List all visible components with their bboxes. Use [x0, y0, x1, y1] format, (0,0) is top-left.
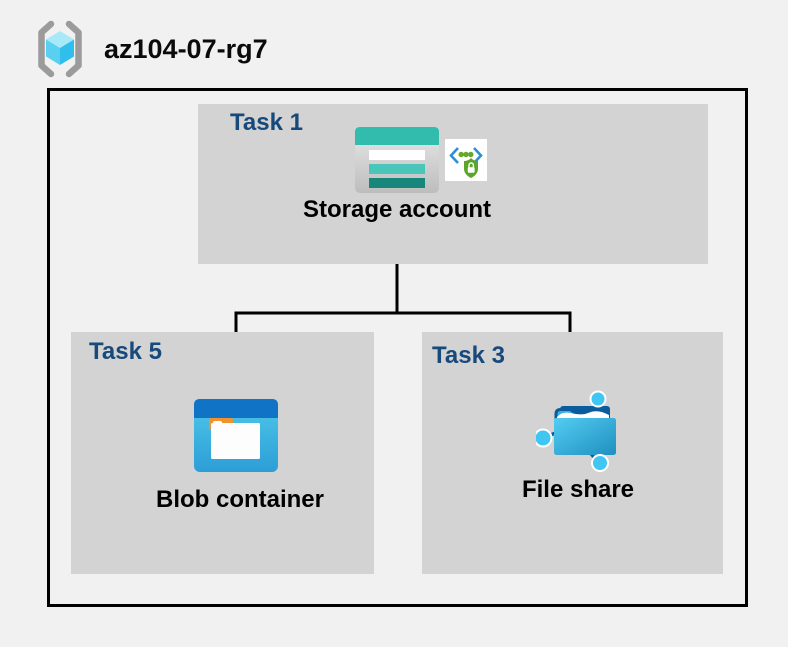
storage-account-icon — [355, 127, 439, 193]
sas-lock-icon — [445, 139, 487, 181]
task5-label: Task 5 — [89, 338, 162, 365]
resource-group-title: az104-07-rg7 — [104, 34, 268, 64]
group-task5: Task 5 Blob container — [71, 332, 374, 574]
group-task1: Task 1 Storage account — [198, 104, 708, 264]
resource-group-boundary — [47, 88, 748, 607]
task3-label: Task 3 — [432, 342, 505, 369]
resource-group-icon — [38, 20, 82, 78]
blob-container-label: Blob container — [155, 486, 324, 513]
group-task3: Task 3 File share — [422, 332, 723, 574]
file-share-icon — [536, 390, 616, 472]
storage-account-label: Storage account — [302, 196, 492, 223]
task1-label: Task 1 — [230, 109, 303, 136]
file-share-label: File share — [521, 476, 635, 503]
blob-container-icon — [194, 399, 278, 472]
